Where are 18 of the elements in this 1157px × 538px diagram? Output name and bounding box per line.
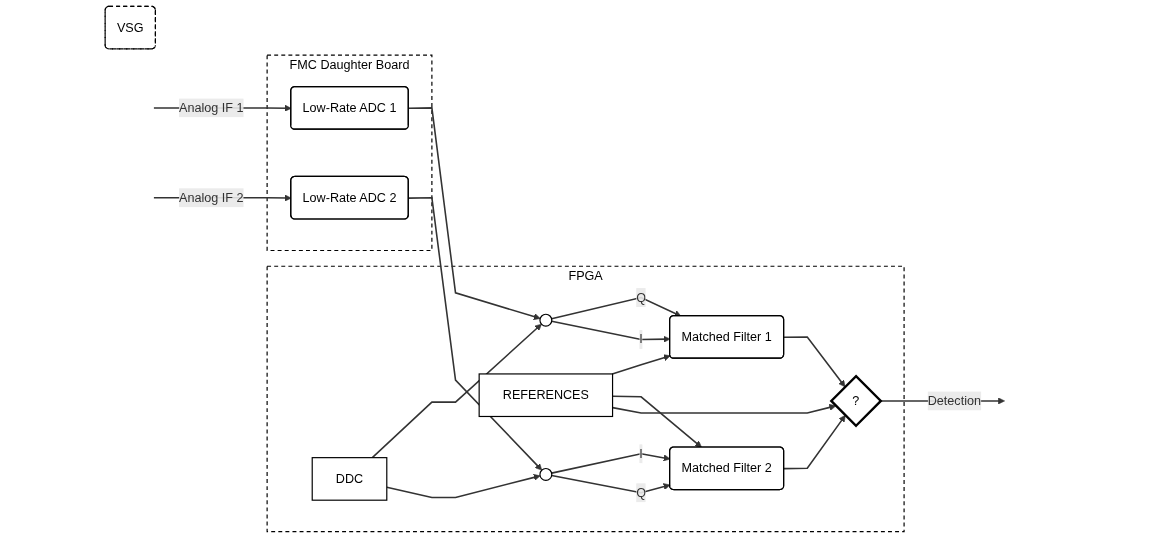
edge-label: Q xyxy=(636,485,646,500)
arrow xyxy=(783,336,846,388)
edge-label: Detection xyxy=(927,393,981,408)
arrow xyxy=(371,323,542,459)
edge-label: I xyxy=(639,446,643,461)
edge-label: Analog IF 1 xyxy=(179,100,244,115)
arrow xyxy=(783,415,846,470)
node-diamond: ? xyxy=(829,374,883,428)
edge-label: I xyxy=(639,332,643,346)
node-box: DDC xyxy=(311,457,388,501)
node-circle xyxy=(539,467,553,481)
arrow xyxy=(386,474,541,499)
edge-label: Q xyxy=(636,290,646,304)
arrow xyxy=(550,296,682,320)
edge-label: Analog IF 2 xyxy=(179,190,244,205)
arrow xyxy=(611,354,671,375)
node-box: REFERENCES xyxy=(478,373,614,418)
node-circle xyxy=(539,313,553,327)
